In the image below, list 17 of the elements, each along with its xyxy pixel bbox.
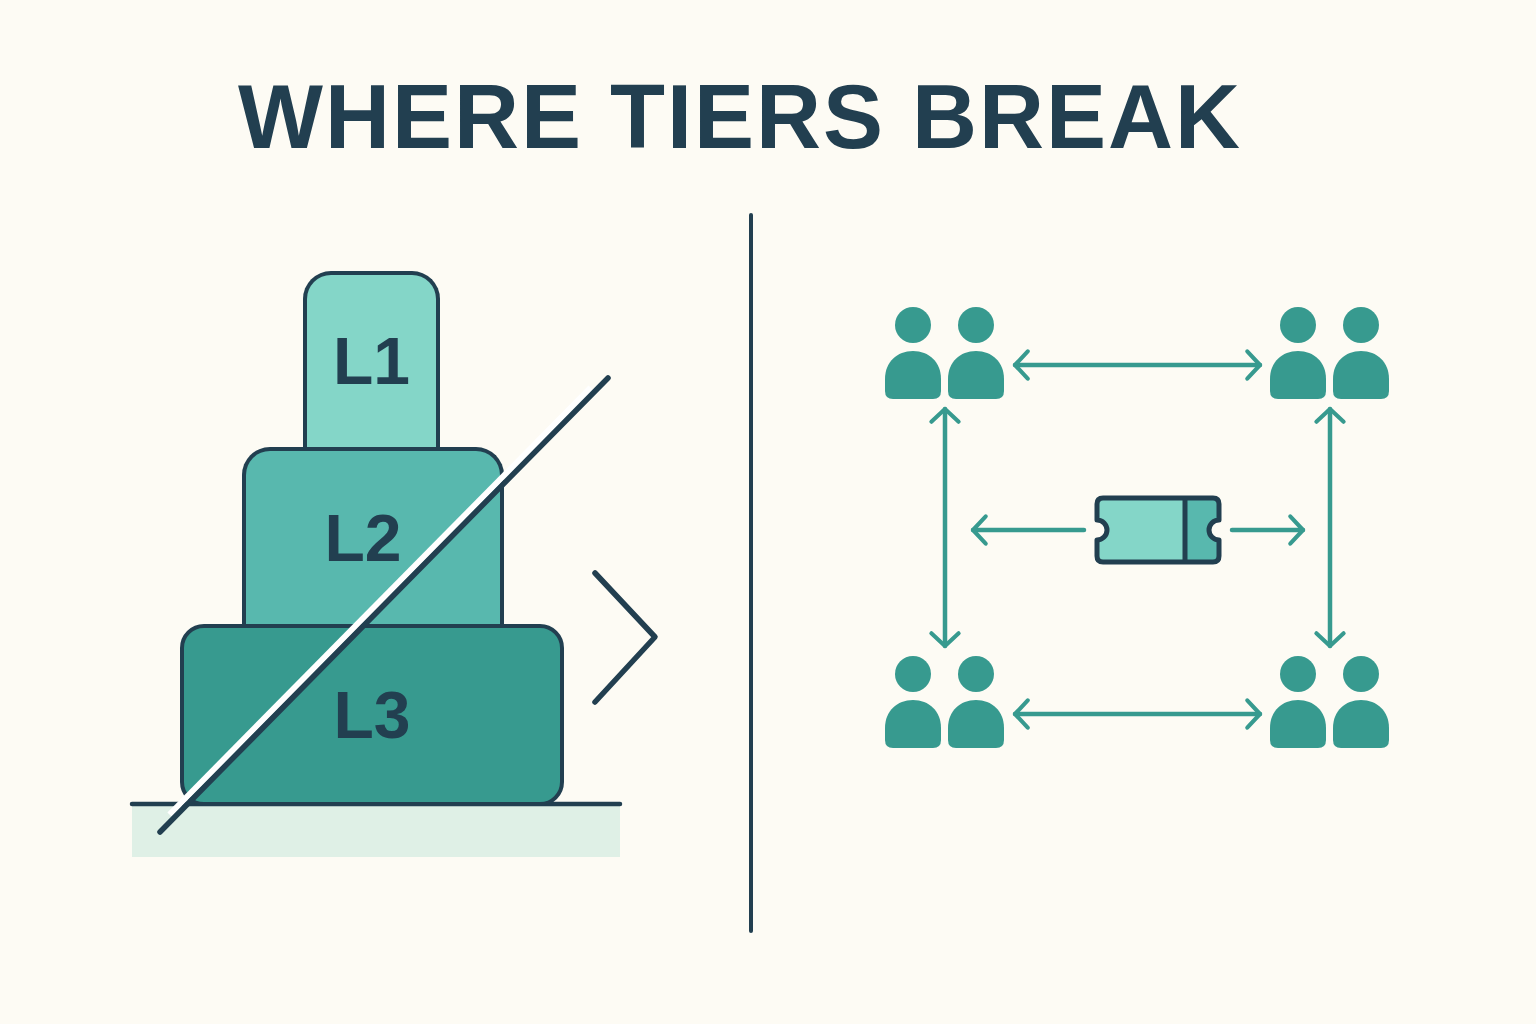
double-arrow: [1314, 406, 1346, 649]
people-icon: [1270, 656, 1390, 748]
title: WHERE TIERS BREAK: [237, 72, 1243, 162]
people-icon: [885, 656, 1005, 748]
tier-label: L3: [333, 682, 411, 748]
double-arrow: [1012, 349, 1263, 381]
people-icon: [1270, 307, 1390, 399]
double-arrow: [1012, 698, 1263, 730]
double-arrow: [929, 406, 961, 649]
tier-block: [303, 271, 440, 447]
people-icon: [885, 307, 1005, 399]
arrow: [970, 514, 1087, 546]
tier-label: L2: [324, 504, 402, 571]
ticket-icon: [1094, 495, 1222, 565]
tier-block: [242, 447, 504, 624]
tier-label: L1: [333, 328, 410, 394]
arrow: [1229, 514, 1306, 546]
